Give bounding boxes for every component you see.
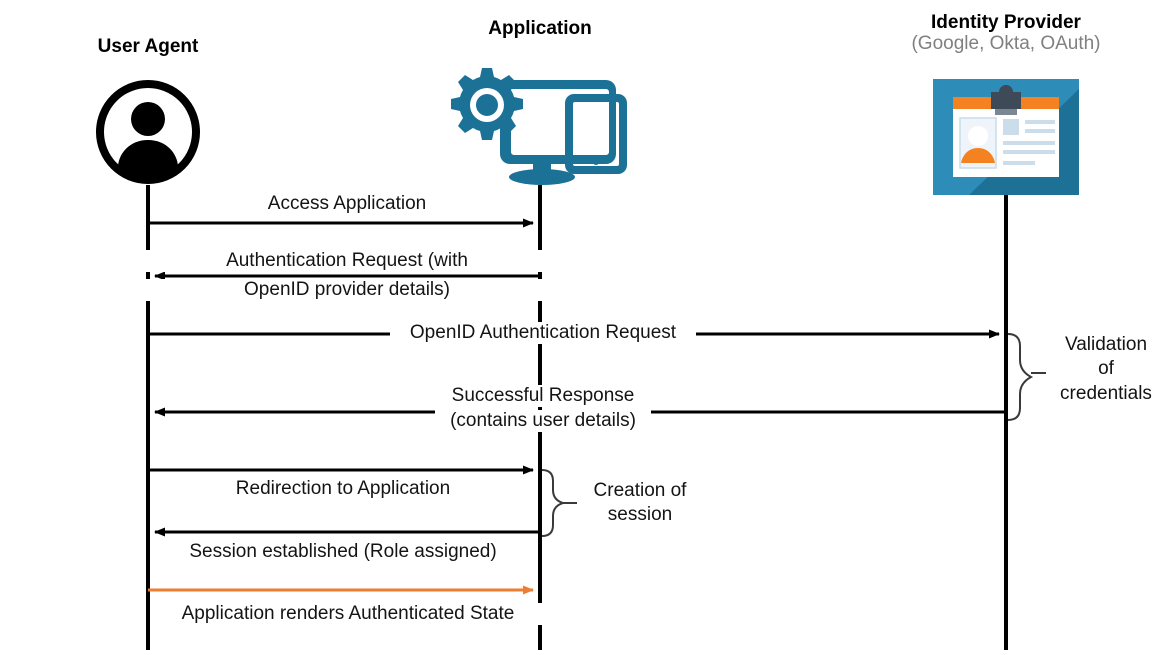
note-line-3: credentials	[1060, 382, 1152, 404]
lane-header-identity-provider: Identity Provider (Google, Okta, OAuth)	[886, 12, 1126, 55]
message-label-application-renders-authenticated-state: Application renders Authenticated State	[150, 603, 546, 626]
message-label-successful-response: Successful Response	[440, 385, 646, 408]
message-label-access-application: Access Application	[194, 193, 500, 216]
id-badge-icon	[933, 79, 1079, 195]
message-label-session-established: Session established (Role assigned)	[160, 541, 526, 564]
note-line-1: Creation of	[593, 480, 687, 501]
lane-title-user-agent: User Agent	[97, 36, 199, 57]
lane-subtitle-identity-provider: (Google, Okta, OAuth)	[911, 33, 1101, 55]
note-line-1: Validation	[1064, 334, 1148, 355]
message-label-authentication-request-line2: OpenID provider details)	[144, 279, 550, 302]
note-line-2: of	[1098, 358, 1114, 380]
message-label-redirection-to-application: Redirection to Application	[180, 478, 506, 501]
note-line-2: session	[607, 504, 673, 526]
message-label-authentication-request: Authentication Request (with	[144, 250, 550, 273]
note-creation-of-session: Creation of session	[578, 479, 702, 528]
gear-monitor-tablet-icon	[448, 62, 634, 190]
lane-header-user-agent: User Agent	[48, 36, 248, 57]
user-avatar-icon	[94, 78, 202, 186]
brace-validation-of-credentials	[1007, 333, 1034, 421]
message-label-openid-authentication-request: OpenID Authentication Request	[390, 322, 696, 345]
brace-creation-of-session	[541, 469, 567, 537]
note-validation-of-credentials: Validation of credentials	[1042, 333, 1170, 406]
lane-title-identity-provider: Identity Provider	[931, 12, 1081, 33]
lane-header-application: Application	[440, 18, 640, 39]
lane-title-application: Application	[488, 18, 592, 39]
message-label-successful-response-line2: (contains user details)	[435, 410, 651, 433]
